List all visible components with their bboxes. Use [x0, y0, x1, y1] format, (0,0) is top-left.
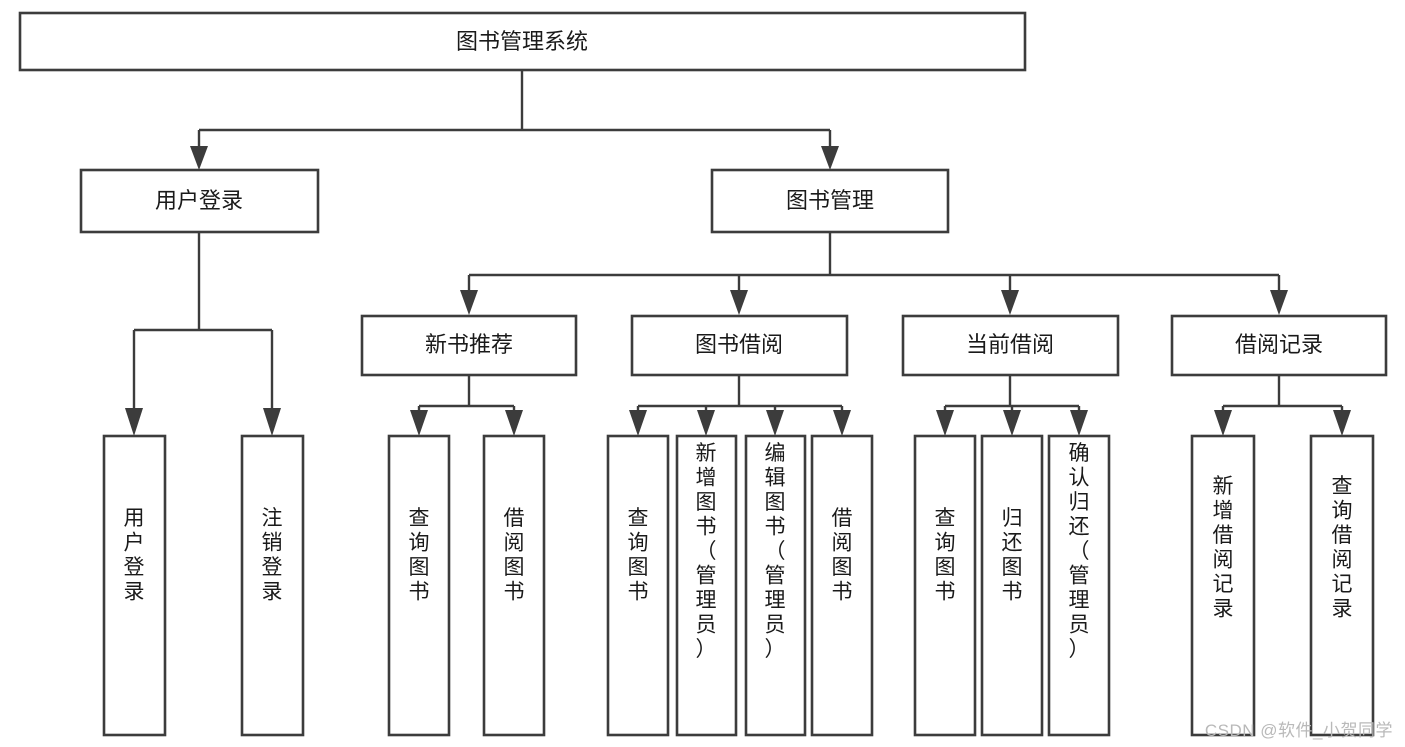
arrow-user-login-to-leaf-2: [263, 408, 281, 436]
node-root[interactable]: 图书管理系统: [18, 11, 1027, 72]
node-current-borrow-label: 当前借阅: [966, 332, 1054, 357]
arrow-bookborrow-to-leaf-3: [766, 410, 784, 436]
node-leaf-add-record-box[interactable]: [1190, 434, 1256, 737]
node-leaf-query-book-1[interactable]: 查询图书: [387, 434, 451, 737]
node-leaf-query-record[interactable]: 查询借阅记录: [1309, 434, 1375, 737]
node-leaf-edit-book[interactable]: 编辑图书（管理员）: [744, 434, 807, 737]
node-leaf-borrow-book-1[interactable]: 借阅图书: [482, 434, 546, 737]
node-leaf-logout-box[interactable]: [240, 434, 305, 737]
node-leaf-query-book-3[interactable]: 查询图书: [913, 434, 977, 737]
node-leaf-logout-label: 注销登录: [262, 507, 283, 604]
arrow-currentborrow-to-leaf-1: [936, 410, 954, 436]
node-borrow-record[interactable]: 借阅记录: [1170, 314, 1388, 377]
node-leaf-query-book-1-box[interactable]: [387, 434, 451, 737]
connector-group-root: [190, 70, 839, 170]
node-leaf-return-book-box[interactable]: [980, 434, 1044, 737]
arrow-currentborrow-to-leaf-2: [1003, 410, 1021, 436]
arrow-bm-to-current-borrow: [1001, 290, 1019, 315]
node-book-borrow-label: 图书借阅: [695, 332, 783, 357]
node-borrow-record-label: 借阅记录: [1235, 332, 1323, 357]
node-leaf-return-book[interactable]: 归还图书: [980, 434, 1044, 737]
node-leaf-user-login-label: 用户登录: [124, 507, 145, 604]
node-leaf-query-book-3-box[interactable]: [913, 434, 977, 737]
arrow-root-to-book-management: [821, 146, 839, 170]
node-leaf-add-record-label: 新增借阅记录: [1213, 475, 1234, 621]
node-borrow-record-box[interactable]: [1170, 314, 1388, 377]
node-leaf-borrow-book-2-box[interactable]: [810, 434, 874, 737]
node-leaf-borrow-book-2-label: 借阅图书: [832, 507, 853, 604]
node-book-management-label: 图书管理: [786, 188, 874, 213]
node-new-book-recommend[interactable]: 新书推荐: [360, 314, 578, 377]
node-leaf-query-book-3-label: 查询图书: [935, 507, 956, 604]
connector-group-new-book-recommend: [410, 375, 523, 436]
node-leaf-user-login[interactable]: 用户登录: [102, 434, 167, 737]
node-new-book-recommend-label: 新书推荐: [425, 332, 513, 357]
connector-group-book-management: [460, 232, 1288, 315]
node-leaf-return-book-label: 归还图书: [1002, 507, 1023, 604]
node-book-management-box[interactable]: [710, 168, 950, 234]
connector-group-current-borrow: [936, 375, 1088, 436]
node-leaf-user-login-box[interactable]: [102, 434, 167, 737]
node-book-borrow-box[interactable]: [630, 314, 849, 377]
arrow-root-to-user-login: [190, 146, 208, 170]
node-leaf-borrow-book-2[interactable]: 借阅图书: [810, 434, 874, 737]
connector-group-borrow-record: [1214, 375, 1351, 436]
arrow-currentborrow-to-leaf-3: [1070, 410, 1088, 436]
node-leaf-borrow-book-1-box[interactable]: [482, 434, 546, 737]
node-root-label: 图书管理系统: [456, 29, 588, 54]
node-leaf-add-book[interactable]: 新增图书（管理员）: [675, 434, 738, 737]
arrow-user-login-to-leaf-1: [125, 408, 143, 436]
node-leaf-confirm-return[interactable]: 确认归还（管理员）: [1047, 434, 1111, 737]
node-leaf-add-book-box[interactable]: [675, 434, 738, 737]
node-current-borrow[interactable]: 当前借阅: [901, 314, 1120, 377]
node-leaf-edit-book-label: 编辑图书（管理员）: [765, 442, 786, 661]
node-leaf-query-record-label: 查询借阅记录: [1332, 475, 1353, 621]
arrow-bm-to-borrow-record: [1270, 290, 1288, 315]
node-leaf-confirm-return-label: 确认归还（管理员）: [1069, 442, 1090, 661]
node-user-login-label: 用户登录: [155, 188, 243, 213]
node-leaf-add-record[interactable]: 新增借阅记录: [1190, 434, 1256, 737]
node-leaf-confirm-return-box[interactable]: [1047, 434, 1111, 737]
arrow-bm-to-new-book: [460, 290, 478, 315]
node-new-book-recommend-box[interactable]: [360, 314, 578, 377]
arrow-bm-to-book-borrow: [730, 290, 748, 315]
node-leaf-logout[interactable]: 注销登录: [240, 434, 305, 737]
node-book-borrow[interactable]: 图书借阅: [630, 314, 849, 377]
arrow-newbook-to-leaf-1: [410, 410, 428, 436]
arrow-borrowrecord-to-leaf-1: [1214, 410, 1232, 436]
connector-group-user-login: [125, 232, 281, 436]
node-user-login-box[interactable]: [79, 168, 320, 234]
node-leaf-query-record-box[interactable]: [1309, 434, 1375, 737]
node-user-login[interactable]: 用户登录: [79, 168, 320, 234]
arrow-bookborrow-to-leaf-4: [833, 410, 851, 436]
node-leaf-add-book-label: 新增图书（管理员）: [696, 442, 717, 661]
arrow-bookborrow-to-leaf-1: [629, 410, 647, 436]
node-leaf-query-book-1-label: 查询图书: [409, 507, 430, 604]
node-current-borrow-box[interactable]: [901, 314, 1120, 377]
arrow-newbook-to-leaf-2: [505, 410, 523, 436]
node-root-box[interactable]: [18, 11, 1027, 72]
arrow-bookborrow-to-leaf-2: [697, 410, 715, 436]
node-book-management[interactable]: 图书管理: [710, 168, 950, 234]
node-leaf-query-book-2-label: 查询图书: [628, 507, 649, 604]
node-leaf-borrow-book-1-label: 借阅图书: [504, 507, 525, 604]
node-leaf-edit-book-box[interactable]: [744, 434, 807, 737]
arrow-borrowrecord-to-leaf-2: [1333, 410, 1351, 436]
node-leaf-query-book-2-box[interactable]: [606, 434, 670, 737]
connector-group-book-borrow: [629, 375, 851, 436]
node-leaf-query-book-2[interactable]: 查询图书: [606, 434, 670, 737]
